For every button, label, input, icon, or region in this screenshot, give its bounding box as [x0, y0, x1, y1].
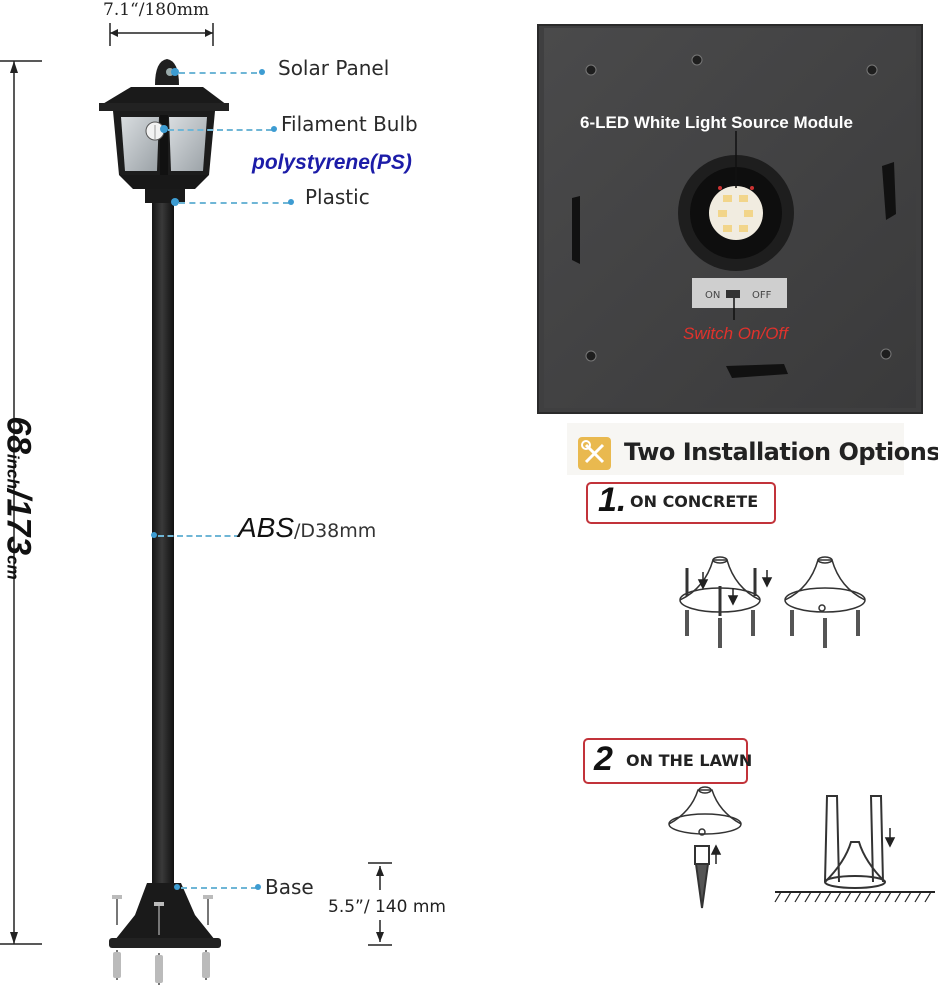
abs-leader: [158, 535, 240, 537]
height-inch-unit: inch: [3, 454, 23, 490]
base-label: Base: [265, 875, 314, 899]
solar-panel-dot: [171, 68, 179, 76]
switch-on-text: ON: [705, 290, 721, 301]
led-module-title: 6-LED White Light Source Module: [580, 113, 853, 132]
height-cm-unit: cm: [3, 555, 23, 580]
polystyrene-label: polystyrene(PS): [252, 151, 412, 174]
filament-bulb-leader: [168, 129, 272, 131]
plastic-dot-end: [288, 199, 294, 205]
filament-bulb-dot: [160, 125, 168, 133]
plastic-label: Plastic: [305, 185, 370, 209]
abs-diameter: /D38mm: [294, 520, 377, 542]
height-cm-value: /173: [0, 489, 38, 556]
option-lawn-number: 2: [594, 740, 613, 778]
solar-panel-label: Solar Panel: [278, 56, 390, 80]
base-height-arrow: [368, 862, 392, 946]
top-width-arrow: [109, 23, 214, 46]
switch-off-text: OFF: [752, 290, 772, 301]
option-concrete-box: [586, 482, 776, 524]
base-height-label: 5.5”/ 140 mm: [328, 897, 446, 917]
solar-panel-dot-end: [259, 69, 265, 75]
abs-dot: [151, 532, 157, 538]
base-dot: [174, 884, 180, 890]
option-lawn-box: [583, 738, 748, 784]
lamp-post-illustration: [99, 59, 229, 985]
top-width-label: 7.1“/180mm: [103, 0, 210, 20]
installation-title: Two Installation Options: [624, 438, 938, 466]
option-concrete-number: 1.: [598, 481, 627, 519]
solar-panel-leader: [179, 72, 257, 74]
height-dimension-line: [0, 60, 42, 945]
filament-bulb-label: Filament Bulb: [281, 112, 418, 136]
installation-header: [567, 423, 904, 475]
base-dot-end: [255, 884, 261, 890]
height-inch-value: 68: [0, 416, 38, 455]
switch-label: Switch On/Off: [683, 324, 788, 343]
tools-icon: [578, 437, 611, 470]
filament-bulb-dot-end: [271, 126, 277, 132]
option-concrete-label: ON CONCRETE: [630, 492, 759, 511]
lawn-install-illustration: [668, 786, 935, 909]
wrench-screwdriver-icon: [581, 440, 605, 464]
abs-label: ABS/D38mm: [238, 512, 376, 544]
plastic-dot: [171, 198, 179, 206]
led-module-illustration: [572, 54, 896, 378]
plastic-leader: [179, 202, 289, 204]
abs-material: ABS: [238, 512, 295, 543]
height-label: 68inch/173cm: [0, 416, 38, 580]
option-lawn-label: ON THE LAWN: [626, 751, 753, 770]
concrete-install-illustration: [679, 556, 866, 648]
base-leader: [181, 887, 257, 889]
